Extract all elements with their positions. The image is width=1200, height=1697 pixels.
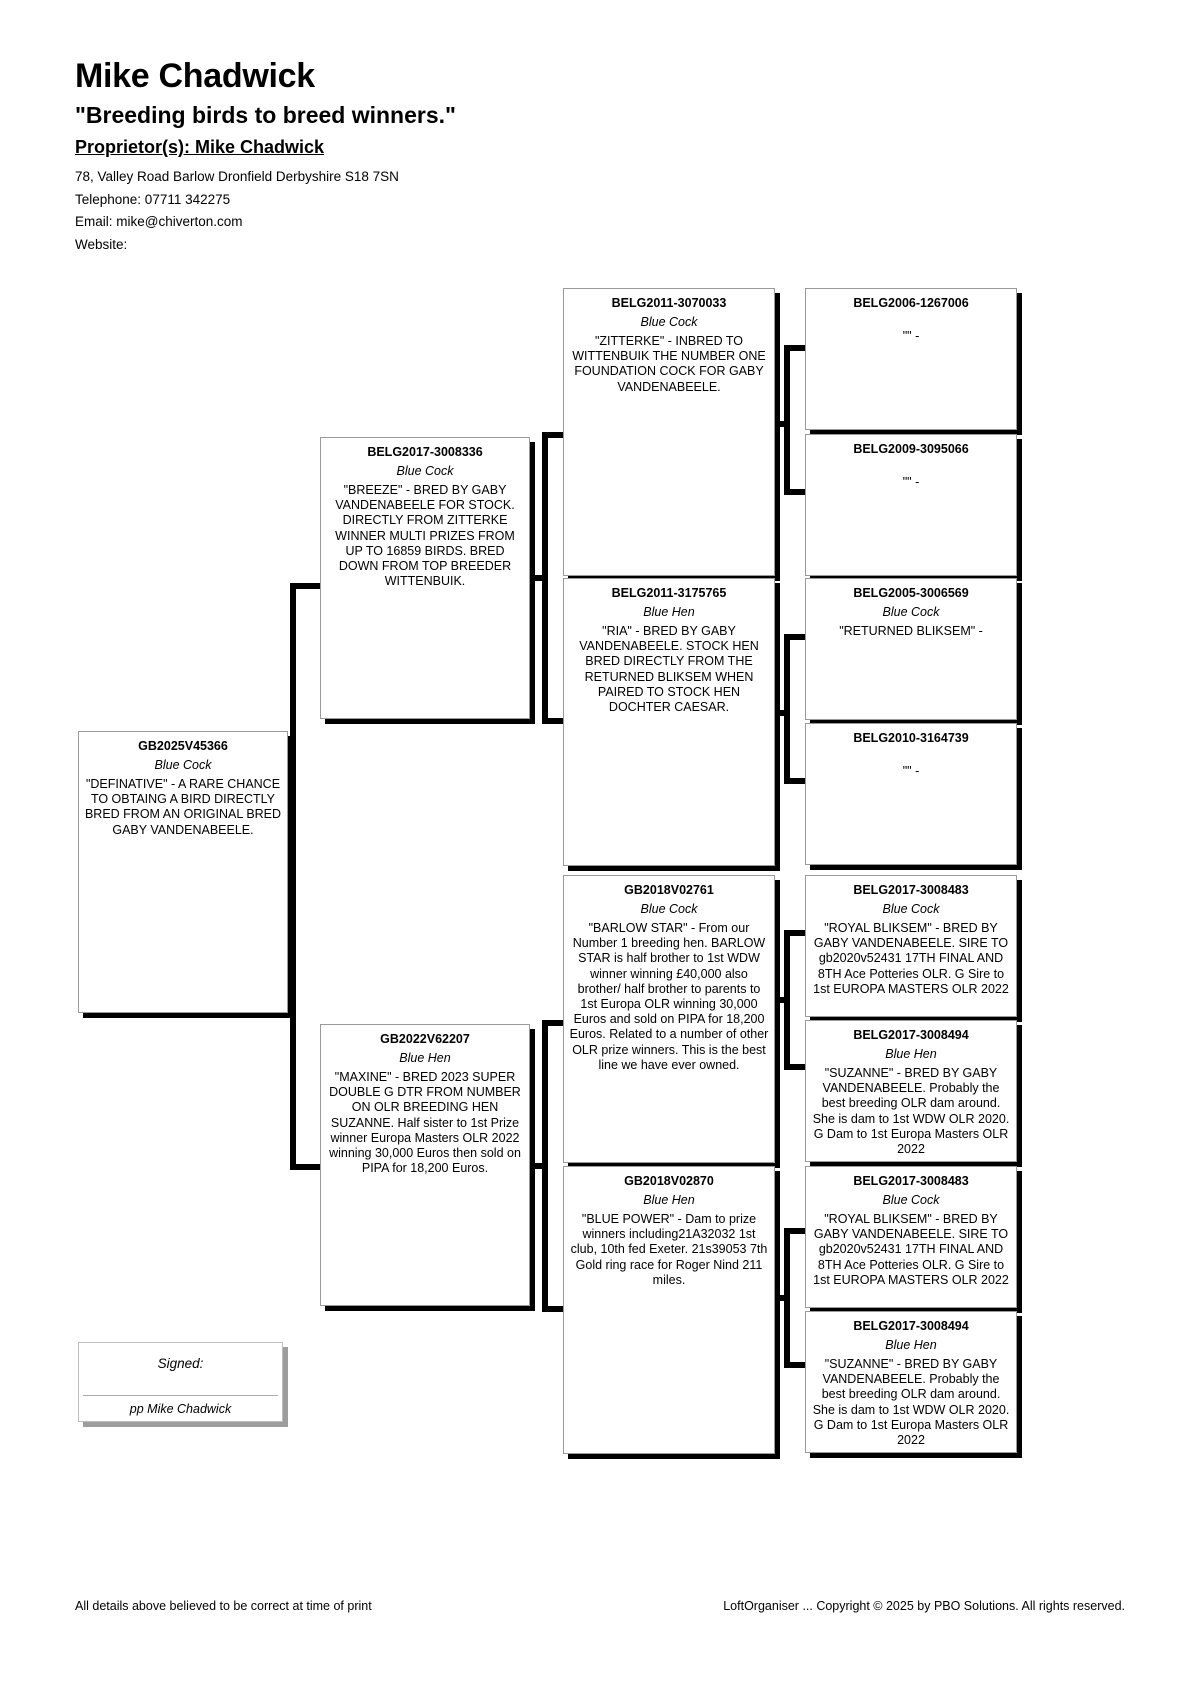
bird-notes: "SUZANNE" - BRED BY GABY VANDENABEELE. P… [812, 1357, 1010, 1448]
loft-header: Mike Chadwick "Breeding birds to breed w… [75, 55, 875, 256]
bird-notes: "MAXINE" - BRED 2023 SUPER DOUBLE G DTR … [329, 1070, 521, 1176]
pedigree-box-ggp5[interactable]: BELG2017-3008483 Blue Cock "ROYAL BLIKSE… [805, 875, 1017, 1017]
footer-copyright: LoftOrganiser ... Copyright © 2025 by PB… [723, 1599, 1125, 1613]
connector-ggp3-stub [784, 634, 806, 640]
signature-rule [83, 1395, 278, 1396]
signature-block[interactable]: Signed: pp Mike Chadwick [78, 1342, 283, 1422]
connector-ggp-d-in [772, 1295, 790, 1301]
connector-dam-in [530, 1163, 548, 1169]
bird-sex: Blue Hen [885, 1338, 937, 1352]
bird-sex: Blue Cock [640, 315, 698, 329]
ring-number: GB2018V02761 [624, 883, 714, 897]
connector-dam-sire-stub [542, 1020, 564, 1026]
ring-number: BELG2011-3070033 [611, 296, 727, 310]
ring-number: BELG2017-3008494 [853, 1028, 969, 1042]
ring-number: BELG2011-3175765 [611, 586, 727, 600]
connector-ggp1-stub [784, 345, 806, 351]
ring-number: GB2022V62207 [380, 1032, 470, 1046]
bird-sex: Blue Cock [882, 605, 940, 619]
connector-sire-in [530, 575, 548, 581]
email-line: Email: mike@chiverton.com [75, 214, 243, 229]
bird-notes: "" - [902, 329, 920, 343]
bird-notes: "RETURNED BLIKSEM" - [839, 624, 983, 638]
loft-name: Mike Chadwick [75, 57, 315, 95]
bird-sex: Blue Hen [643, 605, 695, 619]
ring-number: BELG2017-3008494 [853, 1319, 969, 1333]
bird-notes: "SUZANNE" - BRED BY GABY VANDENABEELE. P… [812, 1066, 1010, 1157]
connector-ggp4-stub [784, 778, 806, 784]
pedigree-box-ggp6[interactable]: BELG2017-3008494 Blue Hen "SUZANNE" - BR… [805, 1020, 1017, 1162]
connector-ggp7-stub [784, 1228, 806, 1234]
website-line: Website: [75, 236, 128, 252]
ring-number: BELG2006-1267006 [853, 296, 969, 310]
ring-number: BELG2009-3095066 [853, 442, 969, 456]
pedigree-box-ggp7[interactable]: BELG2017-3008483 Blue Cock "ROYAL BLIKSE… [805, 1166, 1017, 1308]
pedigree-box-ggp1[interactable]: BELG2006-1267006 "" - [805, 288, 1017, 430]
pedigree-box-subject[interactable]: GB2025V45366 Blue Cock "DEFINATIVE" - A … [78, 731, 288, 1013]
bird-sex: Blue Cock [154, 758, 212, 772]
bird-notes: "BREEZE" - BRED BY GABY VANDENABEELE FOR… [335, 483, 515, 589]
bird-notes: "ROYAL BLIKSEM" - BRED BY GABY VANDENABE… [813, 921, 1009, 996]
pedigree-box-ggp3[interactable]: BELG2005-3006569 Blue Cock "RETURNED BLI… [805, 578, 1017, 720]
bird-notes: "DEFINATIVE" - A RARE CHANCE TO OBTAING … [84, 777, 282, 837]
pedigree-box-dam-sire[interactable]: GB2018V02761 Blue Cock "BARLOW STAR" - F… [563, 875, 775, 1163]
ring-number: GB2018V02870 [624, 1174, 714, 1188]
pedigree-box-ggp4[interactable]: BELG2010-3164739 "" - [805, 723, 1017, 865]
ring-number: BELG2010-3164739 [853, 731, 969, 745]
connector-ggp5-stub [784, 930, 806, 936]
ring-number: BELG2017-3008483 [853, 883, 969, 897]
bird-sex: Blue Cock [882, 902, 940, 916]
ring-number: BELG2017-3008336 [367, 445, 483, 459]
connector-ggp-a-vertical [784, 345, 790, 495]
bird-notes: "" - [902, 764, 920, 778]
pedigree-box-sire-sire[interactable]: BELG2011-3070033 Blue Cock "ZITTERKE" - … [563, 288, 775, 576]
bird-notes: "ROYAL BLIKSEM" - BRED BY GABY VANDENABE… [813, 1212, 1009, 1287]
connector-ggp-b-in [772, 710, 790, 716]
connector-dam-stub [290, 1164, 320, 1170]
bird-notes: "RIA" - BRED BY GABY VANDENABEELE. STOCK… [579, 624, 759, 715]
bird-sex: Blue Cock [396, 464, 454, 478]
connector-subject-stub [284, 872, 296, 878]
connector-sire-sire-stub [542, 432, 564, 438]
connector-ggp6-stub [784, 1064, 806, 1070]
bird-notes: "BARLOW STAR" - From our Number 1 breedi… [569, 921, 769, 1072]
connector-ggp2-stub [784, 489, 806, 495]
pedigree-box-sire-dam[interactable]: BELG2011-3175765 Blue Hen "RIA" - BRED B… [563, 578, 775, 866]
bird-sex: Blue Cock [882, 1193, 940, 1207]
connector-ggp-c-in [772, 997, 790, 1003]
bird-sex: Blue Cock [640, 902, 698, 916]
bird-sex: Blue Hen [885, 1047, 937, 1061]
bird-sex: Blue Hen [399, 1051, 451, 1065]
pedigree-box-sire[interactable]: BELG2017-3008336 Blue Cock "BREEZE" - BR… [320, 437, 530, 719]
pedigree-box-ggp2[interactable]: BELG2009-3095066 "" - [805, 434, 1017, 576]
bird-notes: "ZITTERKE" - INBRED TO WITTENBUIK THE NU… [572, 334, 766, 394]
connector-dam-dam-stub [542, 1306, 564, 1312]
footer-disclaimer: All details above believed to be correct… [75, 1599, 372, 1613]
ring-number: BELG2005-3006569 [853, 586, 969, 600]
ring-number: GB2025V45366 [138, 739, 228, 753]
loft-slogan: "Breeding birds to breed winners." [75, 102, 456, 128]
bird-notes: "" - [902, 475, 920, 489]
signed-label: Signed: [157, 1356, 204, 1371]
pedigree-box-dam[interactable]: GB2022V62207 Blue Hen "MAXINE" - BRED 20… [320, 1024, 530, 1306]
pedigree-box-ggp8[interactable]: BELG2017-3008494 Blue Hen "SUZANNE" - BR… [805, 1311, 1017, 1453]
proprietor-line: Proprietor(s): Mike Chadwick [75, 137, 325, 157]
connector-sire-stub [290, 583, 320, 589]
pedigree-box-dam-dam[interactable]: GB2018V02870 Blue Hen "BLUE POWER" - Dam… [563, 1166, 775, 1454]
ring-number: BELG2017-3008483 [853, 1174, 969, 1188]
connector-ggp-a-in [772, 421, 790, 427]
connector-ggp-b-vertical [784, 634, 790, 784]
connector-ggp8-stub [784, 1362, 806, 1368]
bird-sex: Blue Hen [643, 1193, 695, 1207]
signature-pp-name: pp Mike Chadwick [129, 1402, 232, 1416]
bird-notes: "BLUE POWER" - Dam to prize winners incl… [570, 1212, 768, 1287]
telephone-line: Telephone: 07711 342275 [75, 191, 231, 207]
address-line: 78, Valley Road Barlow Dronfield Derbysh… [75, 169, 399, 184]
connector-sire-dam-stub [542, 718, 564, 724]
